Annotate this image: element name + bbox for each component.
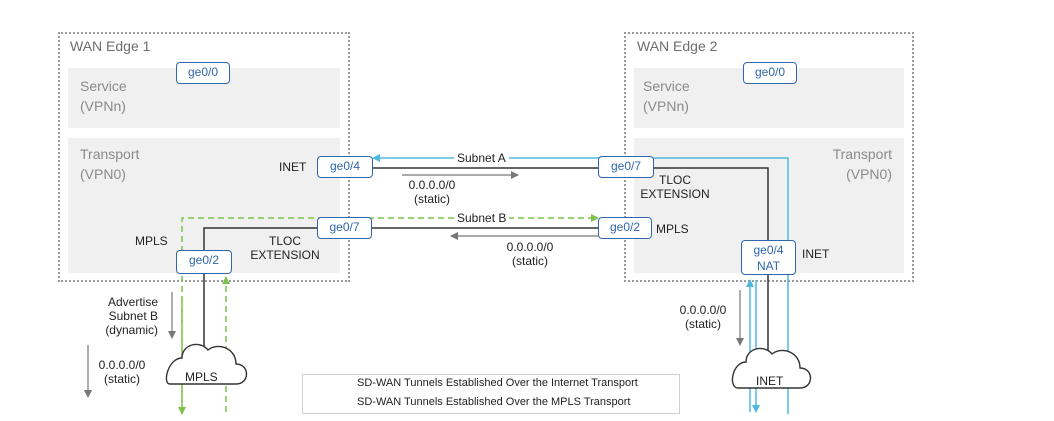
edge-2-transport-label: Transport (VPN0) — [832, 146, 892, 182]
route-a-label: 0.0.0.0/0 (static) — [408, 178, 456, 206]
edge-2-service-label: Service (VPNn) — [643, 78, 690, 114]
legend-mpls-text: SD-WAN Tunnels Established Over the MPLS… — [357, 396, 631, 408]
legend-internet-text: SD-WAN Tunnels Established Over the Inte… — [357, 377, 638, 389]
left-static-route-label: 0.0.0.0/0 (static) — [98, 358, 146, 386]
edge2-iface-ge0-0[interactable]: ge0/0 — [743, 62, 797, 84]
edge-1-service-label: Service (VPNn) — [80, 78, 127, 114]
route-b-label: 0.0.0.0/0 (static) — [506, 240, 554, 268]
edge2-mpls-label: MPLS — [656, 222, 689, 236]
right-static-route-label: 0.0.0.0/0 (static) — [679, 303, 727, 331]
subnet-a-label: Subnet A — [454, 151, 509, 165]
edge1-iface-ge0-4[interactable]: ge0/4 — [317, 156, 373, 178]
wire-edge2-inet — [654, 167, 769, 243]
wire-edge1-mpls — [203, 227, 317, 250]
edge1-iface-ge0-0[interactable]: ge0/0 — [176, 62, 230, 84]
edge-1-transport-label: Transport (VPN0) — [80, 146, 140, 182]
inet-cloud-label: INET — [756, 374, 784, 388]
mpls-cloud-label: MPLS — [185, 370, 218, 384]
wan-edge-2-title: WAN Edge 2 — [637, 38, 718, 54]
edge1-mpls-label: MPLS — [135, 234, 168, 248]
wan-edge-1-title: WAN Edge 1 — [70, 38, 151, 54]
mpls-cloud-icon — [165, 343, 248, 385]
edge1-iface-ge0-2[interactable]: ge0/2 — [176, 250, 232, 274]
subnet-b-label: Subnet B — [454, 211, 510, 225]
edge1-iface-ge0-7[interactable]: ge0/7 — [317, 217, 372, 239]
internet-tunnel-subnet-a — [372, 154, 789, 414]
edge2-iface-ge0-4-nat[interactable]: ge0/4 NAT — [741, 240, 796, 275]
edge1-tloc-extension-label: TLOC EXTENSION — [250, 234, 320, 262]
edge2-iface-ge0-7[interactable]: ge0/7 — [598, 156, 654, 178]
edge2-iface-ge0-2[interactable]: ge0/2 — [598, 217, 652, 239]
legend-box — [302, 374, 680, 414]
edge1-inet-label: INET — [279, 160, 307, 174]
edge2-inet-label: INET — [802, 247, 830, 261]
edge2-tloc-extension-label: TLOC EXTENSION — [640, 173, 710, 201]
inet-cloud-icon — [731, 347, 812, 389]
advertise-subnet-b-label: Advertise Subnet B (dynamic) — [105, 295, 158, 337]
